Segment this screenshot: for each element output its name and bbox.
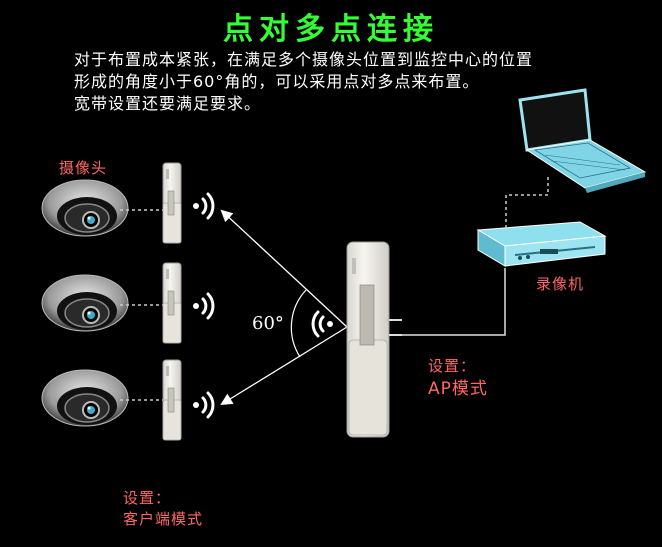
ap-recorder-wire <box>402 268 506 336</box>
intro-line-3: 宽带设置还要满足要求。 <box>74 94 262 113</box>
dome-camera-icon <box>41 369 129 427</box>
client-mode-label: 客户端模式 <box>123 510 204 528</box>
cpe-device-icon <box>162 162 182 244</box>
wifi-signal-icon <box>191 391 215 419</box>
nvr-recorder-icon <box>476 221 607 267</box>
page-title: 点对多点连接 <box>223 12 439 47</box>
wifi-signal-icon <box>191 292 215 320</box>
dome-camera-icon <box>41 179 129 237</box>
camera-label: 摄像头 <box>59 159 108 177</box>
client-setting-label: 设置： <box>123 489 172 507</box>
intro-line-1: 对于布置成本紧张，在满足多个摄像头位置到监控中心的位置 <box>74 50 534 69</box>
camera-cpe-link <box>120 209 163 401</box>
ap-setting-label: 设置： <box>428 357 477 375</box>
intro-line-2: 形成的角度小于60°角的，可以采用点对多点来布置。 <box>74 72 480 91</box>
wifi-signal-icon <box>191 192 215 220</box>
angle-arc <box>290 289 307 358</box>
recorder-laptop-link <box>505 175 549 228</box>
wifi-signal-icon <box>311 310 335 338</box>
link-arrow-top <box>220 209 348 328</box>
dome-camera-icon <box>41 274 129 332</box>
ap-device-icon <box>346 241 402 438</box>
cpe-device-icon <box>162 359 182 441</box>
laptop-icon <box>518 88 647 193</box>
angle-label: 60° <box>252 313 284 334</box>
cpe-device-icon <box>162 262 182 344</box>
recorder-label: 录像机 <box>536 275 585 293</box>
ap-mode-label: AP模式 <box>428 379 488 399</box>
link-arrow-bottom <box>220 326 348 406</box>
